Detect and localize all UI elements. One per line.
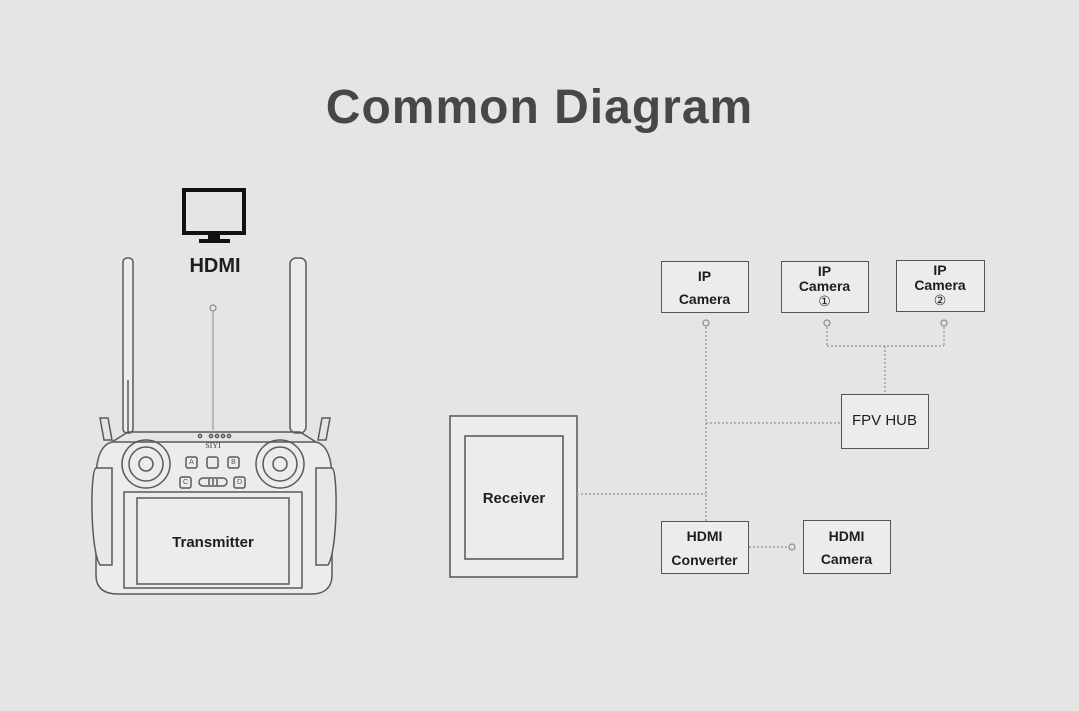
- ip-camera-line2: Camera: [678, 291, 731, 307]
- ip-camera-line1: IP: [697, 268, 712, 284]
- transmitter-brand: SIYI: [205, 441, 221, 450]
- ip-camera-1-line3: ①: [818, 293, 831, 309]
- hdmi-converter-line2: Converter: [671, 552, 738, 568]
- hdmi-camera-line2: Camera: [820, 551, 873, 567]
- connector-lines: [577, 327, 945, 548]
- ip-camera-2-line3: ②: [933, 292, 947, 308]
- fpv-hub-node: FPV HUB: [841, 394, 929, 449]
- transmitter-button-a: A: [189, 459, 194, 466]
- transmitter-button-b: B: [231, 459, 236, 466]
- transmitter-button-c: C: [182, 479, 189, 486]
- connector-ports: [702, 319, 948, 551]
- transmitter-button-d: D: [236, 479, 243, 486]
- hdmi-converter-node: HDMI Converter: [661, 521, 749, 574]
- page-title: Common Diagram: [325, 81, 754, 134]
- ip-camera-2-node: IP Camera ②: [896, 260, 985, 312]
- ip-camera-2-line1: IP: [933, 262, 947, 278]
- ip-camera-node: IP Camera: [661, 261, 749, 313]
- ip-camera-1-line1: IP: [817, 263, 832, 279]
- ip-camera-1-line2: Camera: [798, 278, 851, 294]
- fpv-hub-label: FPV HUB: [851, 412, 917, 429]
- hdmi-camera-node: HDMI Camera: [803, 520, 891, 574]
- hdmi-label: HDMI: [189, 255, 241, 277]
- hdmi-converter-line1: HDMI: [686, 528, 723, 544]
- transmitter-body: [91, 257, 337, 595]
- hdmi-link: [209, 304, 217, 430]
- ip-camera-2-line2: Camera: [914, 277, 966, 293]
- monitor-icon: [182, 188, 246, 243]
- hdmi-camera-line1: HDMI: [828, 528, 865, 544]
- receiver-device: [449, 415, 578, 578]
- ip-camera-1-node: IP Camera ①: [781, 261, 869, 313]
- transmitter-label: Transmitter: [172, 534, 254, 551]
- receiver-label: Receiver: [482, 490, 546, 507]
